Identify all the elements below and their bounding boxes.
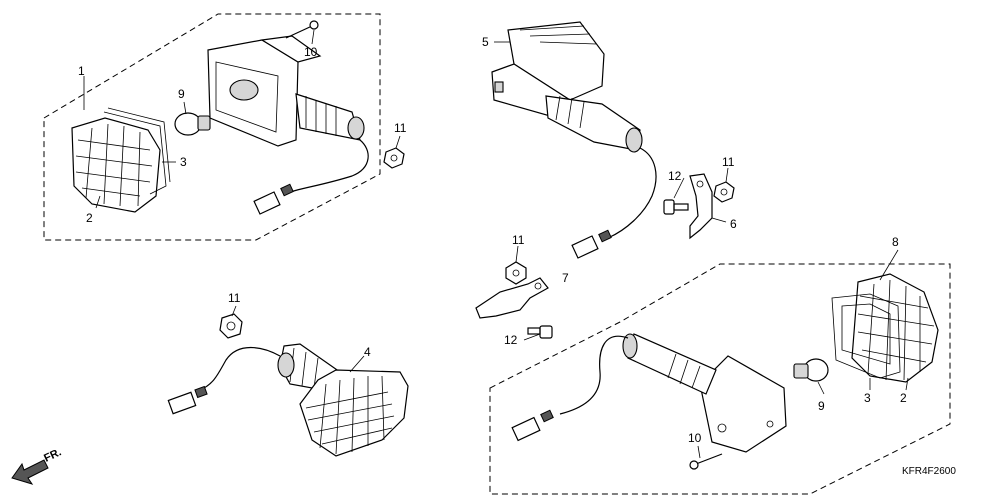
- bracket-part-7: [475, 277, 549, 319]
- assembly-1-boundary: [43, 13, 381, 241]
- gasket-part-3-b: [831, 293, 901, 379]
- callout-7: 7: [562, 271, 569, 285]
- connector-d: [511, 409, 554, 442]
- nut-part-11-a: [383, 147, 405, 169]
- connector-b: [571, 229, 612, 259]
- bolt-part-12-a: [663, 199, 689, 215]
- callout-11-d: 11: [228, 291, 241, 305]
- callout-11-a: 11: [394, 121, 407, 135]
- bolt-part-12-b: [527, 325, 553, 339]
- callout-9-b: 9: [818, 399, 825, 413]
- assembly-8-boundary: [489, 263, 951, 495]
- connector-a: [253, 183, 294, 215]
- screw-part-10-b: [689, 453, 723, 470]
- connector-c: [167, 385, 208, 415]
- wire-b: [607, 147, 657, 239]
- callout-2-a: 2: [86, 211, 93, 225]
- callout-10-a: 10: [304, 45, 318, 59]
- callout-5: 5: [482, 35, 489, 49]
- callout-11-c: 11: [512, 233, 525, 247]
- nut-part-11-d: [219, 313, 243, 339]
- lens-part-2-a: [71, 117, 161, 213]
- front-direction-indicator: FR.: [11, 446, 63, 485]
- assembly-1-front-left-winker: 1 2 3 9 10 11: [43, 13, 407, 241]
- wire-d: [559, 335, 629, 415]
- callout-9-a: 9: [178, 87, 185, 101]
- wire-a: [283, 139, 369, 195]
- bracket-part-6: [689, 173, 713, 240]
- callout-1: 1: [78, 64, 85, 78]
- assembly-4-winker: 11 4: [167, 291, 409, 457]
- callout-3-a: 3: [180, 155, 187, 169]
- callout-6: 6: [730, 217, 737, 231]
- callout-12-b: 12: [504, 333, 518, 347]
- housing-part-5: [491, 21, 643, 153]
- screw-part-10-a: [285, 20, 319, 39]
- assembly-8-winker: 8 2 3 9 10: [489, 235, 951, 495]
- callout-10-b: 10: [688, 431, 702, 445]
- callout-2-b: 2: [900, 391, 907, 405]
- bulb-part-9-b: [793, 358, 829, 382]
- callout-8: 8: [892, 235, 899, 249]
- gasket-part-3-a: [103, 111, 167, 195]
- assembly-5-winker: 5 6 7 11 11 12 12: [475, 21, 737, 347]
- direction-label: FR.: [42, 446, 63, 464]
- callout-11-b: 11: [722, 155, 735, 169]
- nut-part-11-c: [505, 261, 527, 285]
- front-arrow-icon: [11, 459, 49, 485]
- wire-c: [199, 347, 281, 391]
- callout-12-a: 12: [668, 169, 682, 183]
- housing-a: [207, 35, 365, 147]
- housing-b: [622, 333, 787, 453]
- callout-4: 4: [364, 345, 371, 359]
- diagram-code: KFR4F2600: [902, 466, 956, 477]
- callout-3-b: 3: [864, 391, 871, 405]
- housing-part-4: [277, 343, 409, 457]
- lens-part-2-b: [851, 273, 939, 383]
- nut-part-11-b: [713, 181, 735, 203]
- bulb-part-9-a: [174, 112, 211, 136]
